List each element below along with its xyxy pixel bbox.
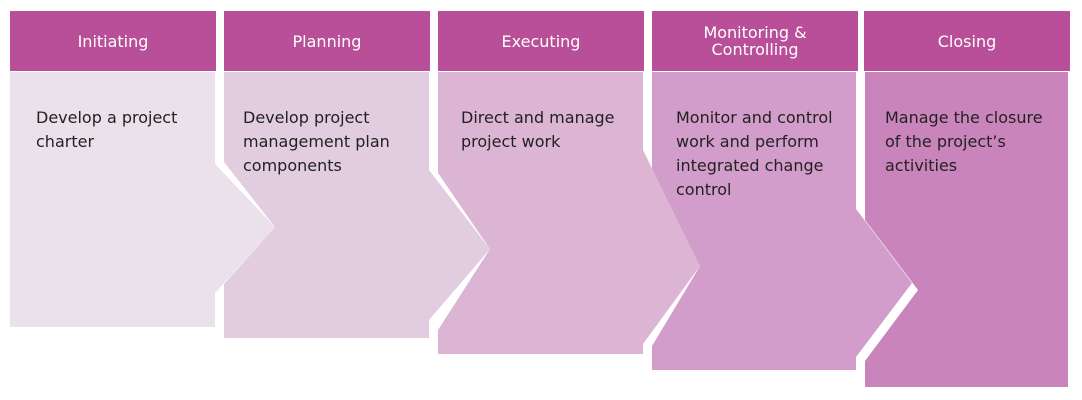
phase-description-closing: Manage the closure of the project’s acti…	[885, 108, 1043, 175]
phase-body-shape-planning	[224, 72, 490, 338]
phase-body-shape-initiating	[10, 72, 275, 327]
phase-title-monitoring: Monitoring & Controlling	[703, 23, 807, 59]
phase-body-shape-monitoring	[652, 72, 912, 370]
phase-body-shape-executing	[438, 72, 700, 354]
phase-header-bg-monitoring	[652, 11, 858, 71]
phase-header-bg-planning	[224, 11, 430, 71]
phase-description-planning: Develop project management plan componen…	[243, 108, 390, 175]
phase-description-initiating: Develop a project charter	[36, 108, 178, 151]
phase-title-closing: Closing	[937, 31, 997, 51]
phase-title-executing: Executing	[501, 31, 581, 51]
phase-body-shape-closing	[865, 72, 1068, 387]
phase-title-planning: Planning	[292, 31, 362, 51]
phase-description-executing: Direct and manage project work	[461, 108, 615, 151]
phase-header-bg-closing	[864, 11, 1070, 71]
phase-description-monitoring: Monitor and control work and perform int…	[676, 108, 833, 199]
phase-title-initiating: Initiating	[77, 31, 149, 51]
phase-header-bg-executing	[438, 11, 644, 71]
phase-header-bg-initiating	[10, 11, 216, 71]
